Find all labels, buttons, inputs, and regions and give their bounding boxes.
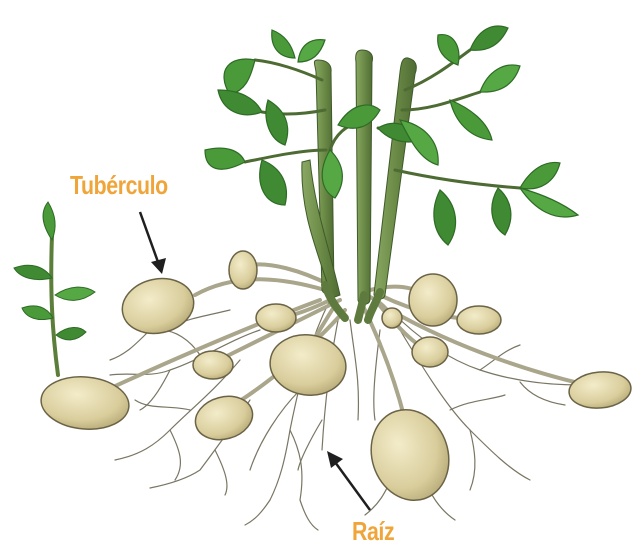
leaf xyxy=(56,327,86,339)
tuber xyxy=(568,369,633,410)
tuber xyxy=(266,330,350,400)
leaf xyxy=(224,59,255,95)
tuber xyxy=(382,308,402,328)
raiz-arrowhead xyxy=(327,451,343,468)
tuber xyxy=(457,306,501,334)
tuber xyxy=(39,373,131,432)
tuber xyxy=(191,390,258,446)
leaf xyxy=(298,40,325,62)
leaf xyxy=(218,90,262,115)
tuberculo-arrowhead xyxy=(151,258,166,274)
leaf xyxy=(480,65,520,92)
tuber xyxy=(117,272,199,340)
leaf xyxy=(492,188,511,235)
tuber xyxy=(193,351,233,379)
leaf xyxy=(205,148,245,169)
tuberculo-arrow xyxy=(140,212,158,262)
leaf xyxy=(272,30,295,58)
raiz-arrow xyxy=(335,462,370,510)
leaf xyxy=(520,162,560,188)
tuber xyxy=(256,304,296,332)
leaf xyxy=(260,160,287,205)
tuber xyxy=(409,274,457,326)
leaf xyxy=(266,100,288,145)
raiz-label: Raíz xyxy=(352,516,394,547)
leaf xyxy=(43,202,55,240)
roots xyxy=(110,300,580,530)
leaf xyxy=(438,35,459,65)
young-sprout xyxy=(14,202,95,375)
leaf xyxy=(470,26,508,50)
leaf xyxy=(22,306,53,320)
leaf xyxy=(14,265,52,279)
leaf xyxy=(450,100,492,140)
stems xyxy=(302,50,416,305)
tuber xyxy=(412,337,448,367)
leaf xyxy=(434,190,456,245)
leaf xyxy=(55,287,95,300)
leaf xyxy=(520,188,578,217)
tuber xyxy=(229,251,257,289)
tuberculo-label: Tubérculo xyxy=(70,170,168,201)
leaf xyxy=(338,105,380,128)
